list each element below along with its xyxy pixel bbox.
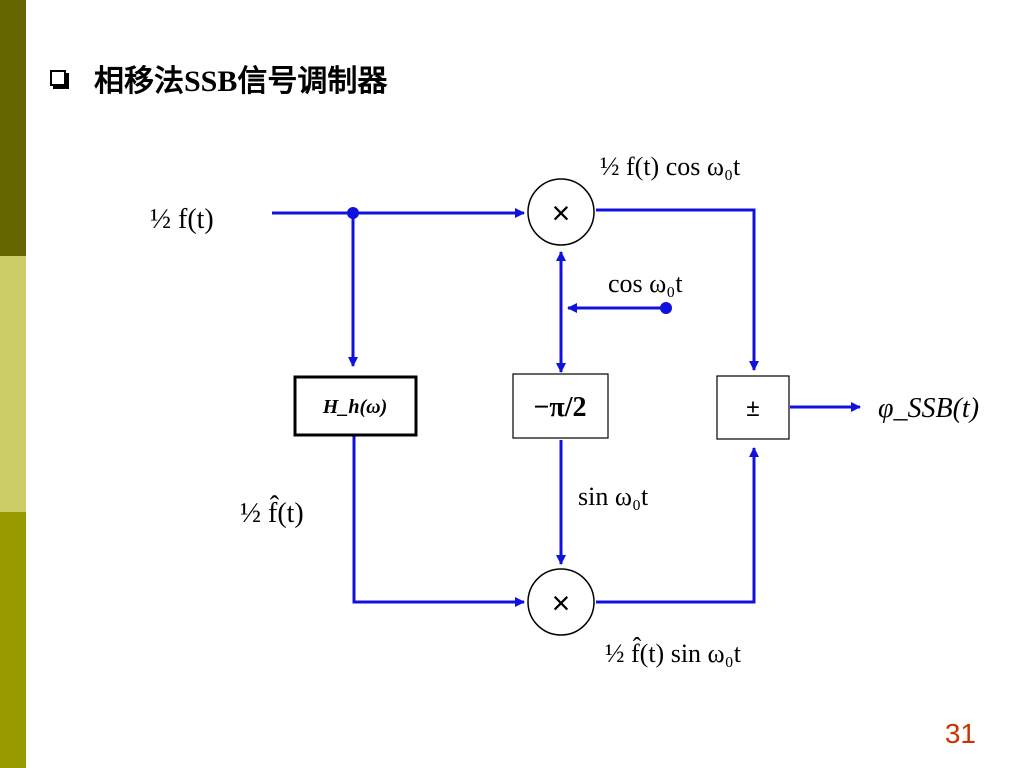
upper-multiplier-circle bbox=[527, 178, 595, 246]
slide-title-text: 相移法SSB信号调制器 bbox=[94, 65, 388, 98]
slide-sidebar bbox=[0, 0, 26, 768]
signal-wires bbox=[272, 208, 861, 607]
sidebar-segment-top bbox=[0, 0, 26, 256]
phase-shifter-label: −π/2 bbox=[533, 392, 586, 423]
hilbert-transform-block bbox=[293, 375, 418, 437]
label-carrier-sin: sin ω₀t bbox=[578, 482, 649, 511]
label-input: ½ f(t) bbox=[150, 204, 214, 235]
junction-dot-input bbox=[347, 207, 359, 219]
junction-dot-carrier bbox=[660, 302, 672, 314]
label-upper-product: ½ f(t) cos ω₀t bbox=[600, 152, 741, 181]
sidebar-segment-middle bbox=[0, 256, 26, 512]
label-hilbert-output: ½ f̂(t) bbox=[240, 496, 304, 529]
lower-multiplier-symbol: × bbox=[552, 585, 571, 621]
page-number: 31 bbox=[944, 718, 976, 749]
adder-symbol: ± bbox=[746, 395, 759, 422]
wire-hilbert-to-lower-multiplier bbox=[352, 435, 525, 607]
slide-title: 相移法SSB信号调制器 bbox=[50, 58, 387, 98]
sidebar-segment-bottom bbox=[0, 512, 26, 768]
hilbert-transform-label: H_h(ω) bbox=[322, 396, 387, 418]
label-carrier-cos: cos ω₀t bbox=[608, 269, 683, 298]
adder-block bbox=[716, 375, 790, 440]
upper-multiplier-symbol: × bbox=[552, 195, 571, 231]
wire-upper-multiplier-to-adder bbox=[596, 208, 759, 371]
label-lower-product: ½ f̂(t) sin ω₀t bbox=[605, 638, 742, 668]
lower-multiplier-circle bbox=[527, 568, 595, 636]
wire-lower-multiplier-to-adder bbox=[596, 447, 759, 604]
phase-shifter-block bbox=[512, 373, 609, 439]
label-output: φ_SSB(t) bbox=[878, 393, 979, 424]
hollow-square-bullet-icon bbox=[50, 70, 66, 86]
